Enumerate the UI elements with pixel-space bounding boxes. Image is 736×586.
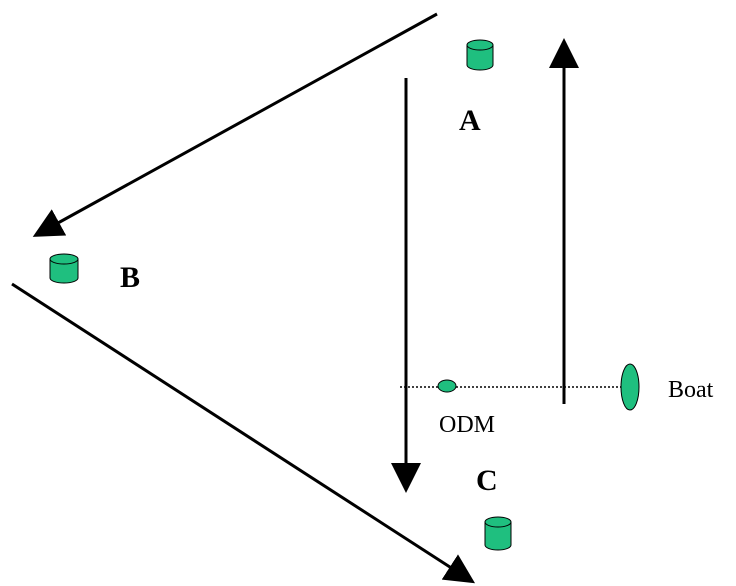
arrow-b-to-c [11,282,476,584]
label-c: C [476,464,498,497]
label-boat: Boat [668,377,714,403]
buoy-c-icon [484,516,512,551]
odm-marker-icon [437,379,457,393]
label-b: B [120,261,140,294]
buoy-a-icon [466,39,494,71]
arrow-a-to-b [32,12,438,237]
label-a: A [459,104,481,137]
buoy-b-icon [49,253,79,284]
boat-marker-icon [620,363,640,411]
label-odm: ODM [439,412,495,438]
